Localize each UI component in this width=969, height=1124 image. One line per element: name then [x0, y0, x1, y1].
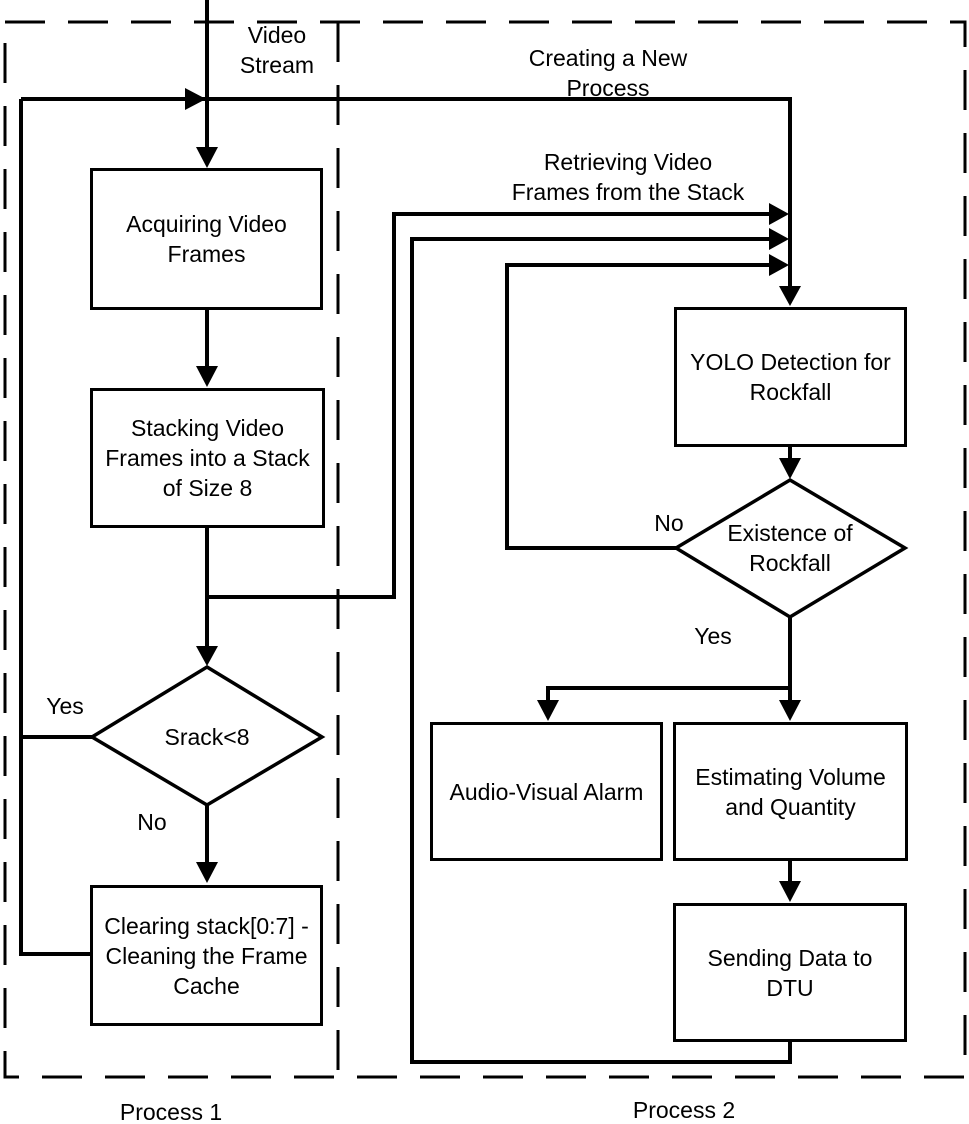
yolo-box-label: YOLO Detection for Rockfall: [690, 349, 891, 405]
arrowhead-into-yolo: [779, 286, 801, 306]
decision-diamond-existence: [672, 477, 909, 620]
arrowhead-retrieve-1: [769, 203, 789, 225]
srack-no-branch-label: No: [137, 809, 167, 835]
arrowhead-retrieve-3: [769, 254, 789, 276]
srack-decision-label: Srack<8: [164, 724, 250, 750]
arrowhead-into-srack-decision: [196, 646, 218, 666]
arrowhead-into-acquiring: [196, 147, 218, 168]
clearing-box-label: Clearing stack[0:7] - Cleaning the Frame…: [104, 912, 309, 999]
process-box-audio-visual-alarm: Audio-Visual Alarm: [430, 722, 663, 861]
alarm-box-label: Audio-Visual Alarm: [449, 778, 644, 805]
process-box-clearing-stack: Clearing stack[0:7] - Cleaning the Frame…: [90, 885, 323, 1026]
connector-no-loop-retrieve-3: [505, 263, 770, 550]
stacking-box-label: Stacking Video Frames into a Stack of Si…: [105, 415, 310, 501]
arrowhead-into-existence-decision: [779, 458, 801, 479]
acquiring-box-label: Acquiring Video Frames: [126, 211, 287, 267]
connector-yes-branch-to-alarm: [546, 686, 790, 701]
sending-box-label: Sending Data to DTU: [707, 944, 873, 1001]
process-box-sending-data-dtu: Sending Data to DTU: [673, 903, 907, 1042]
connector-left-loop: [19, 99, 90, 956]
process-box-yolo-detection: YOLO Detection for Rockfall: [674, 307, 907, 447]
process2-caption: Process 2: [632, 1097, 736, 1123]
process1-caption: Process 1: [119, 1099, 223, 1124]
video-stream-label: Video Stream: [239, 22, 315, 78]
arrowhead-into-clearing: [196, 862, 218, 883]
connector-stack-branch-retrieve-1: [207, 212, 770, 599]
decision-diamond-srack: [88, 664, 326, 808]
arrowhead-top-junction: [185, 88, 206, 110]
existence-no-branch-label: No: [654, 510, 684, 536]
existence-decision-label: Existence of Rockfall: [727, 520, 853, 576]
outer-dashed-border: [3, 20, 967, 1079]
connector-top-main-line: [21, 97, 792, 287]
arrowhead-into-stacking: [196, 366, 218, 387]
process-box-estimating-volume: Estimating Volume and Quantity: [673, 722, 908, 861]
arrowhead-into-estimating: [779, 700, 801, 721]
srack-yes-branch-label: Yes: [46, 693, 84, 719]
existence-yes-branch-label: Yes: [694, 623, 732, 649]
arrowhead-into-alarm: [537, 700, 559, 721]
arrowhead-into-sending: [779, 881, 801, 902]
arrowhead-retrieve-2: [769, 228, 789, 250]
retrieving-frames-label: Retrieving Video Frames from the Stack: [511, 149, 745, 205]
creating-new-process-label: Creating a New Process: [528, 45, 688, 101]
process-box-stacking-video-frames: Stacking Video Frames into a Stack of Si…: [90, 388, 325, 528]
process-box-acquiring-video-frames: Acquiring Video Frames: [90, 168, 323, 310]
connector-dtu-loop-retrieve-2: [410, 237, 792, 1064]
estimating-box-label: Estimating Volume and Quantity: [695, 763, 886, 820]
